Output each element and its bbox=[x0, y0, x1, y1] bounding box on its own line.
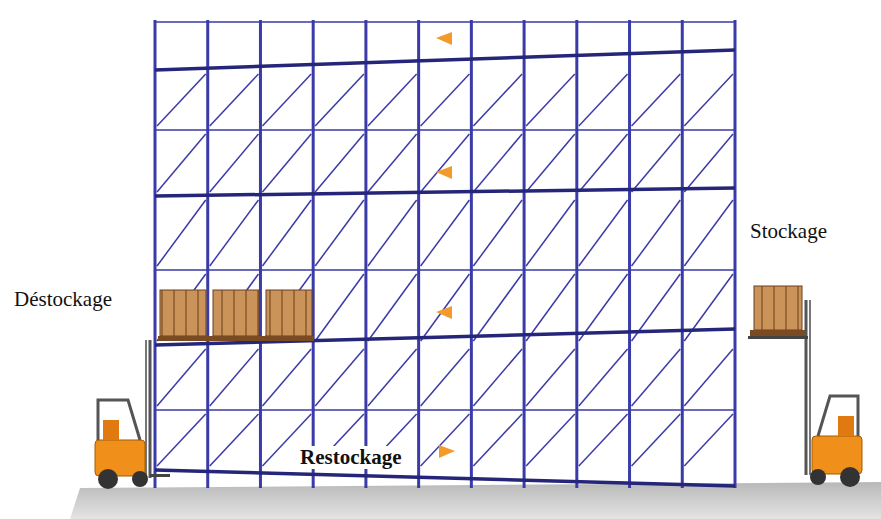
stockage-label: Stockage bbox=[750, 220, 827, 243]
pallet-right bbox=[748, 286, 810, 475]
flow-arrows bbox=[436, 32, 455, 458]
floor bbox=[70, 482, 881, 519]
forklift-left bbox=[95, 340, 170, 489]
restockage-label: Restockage bbox=[297, 446, 404, 469]
rack-frame bbox=[155, 20, 735, 488]
forklift-right bbox=[810, 396, 862, 487]
pallets-left bbox=[158, 290, 314, 341]
destockage-label: Déstockage bbox=[14, 288, 112, 311]
